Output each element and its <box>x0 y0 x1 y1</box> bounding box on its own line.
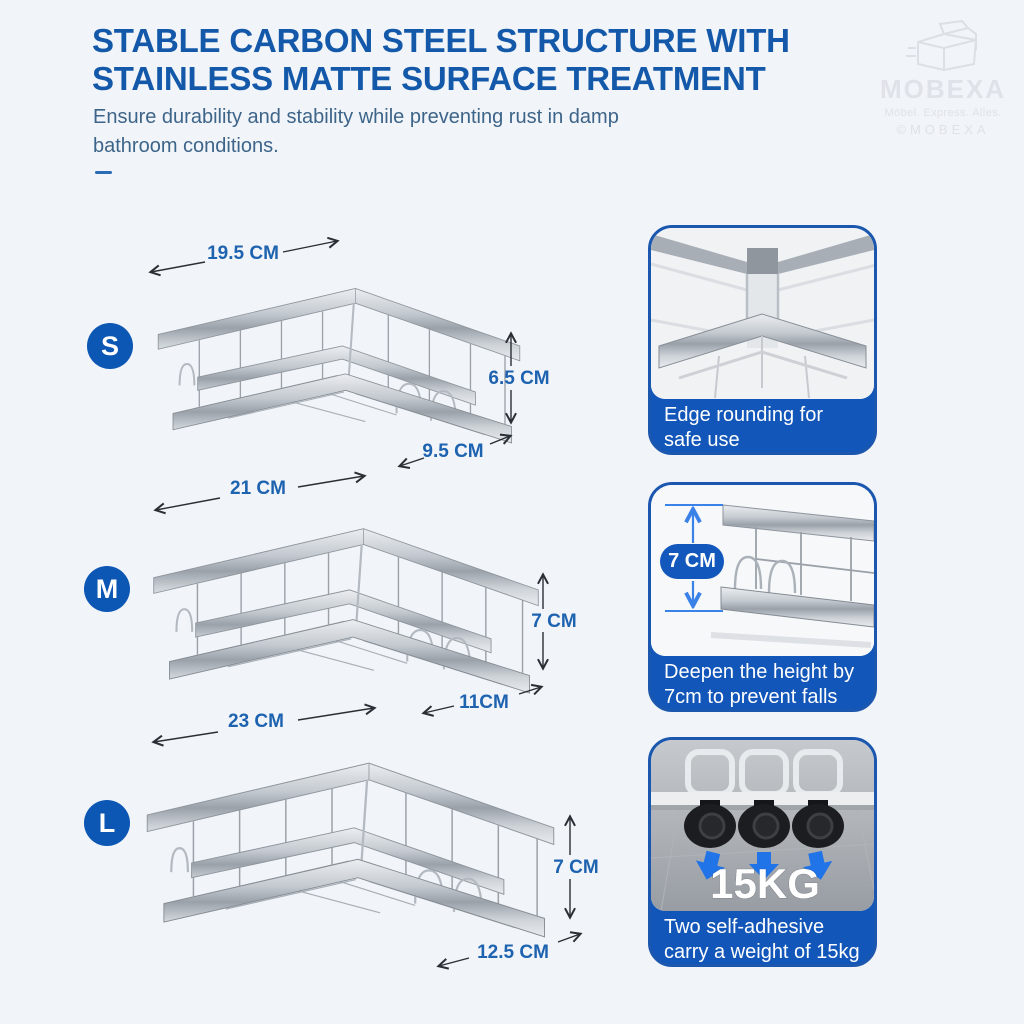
title-line-2: STAINLESS MATTE SURFACE TREATMENT <box>92 60 766 97</box>
height-dimension-l: 7 CM <box>553 857 599 878</box>
moving-box-icon <box>906 19 978 72</box>
corner-shelf-top-view-art <box>651 228 874 399</box>
height-dimension-m: 7 CM <box>531 611 577 632</box>
corner-shelf-illustration-m <box>152 527 540 695</box>
caption-2-line-1: Deepen the height by <box>664 661 855 683</box>
brand-tagline: Möbel. Express. Alles. <box>884 107 1002 119</box>
brand-handle: ©MOBEXA <box>896 122 990 137</box>
height-arrow-s <box>504 330 518 366</box>
page-title: STABLE CARBON STEEL STRUCTURE WITH STAIN… <box>92 22 790 98</box>
page-subtitle: Ensure durability and stability while pr… <box>93 103 619 161</box>
subtitle-line-2: bathroom conditions. <box>93 135 279 157</box>
caption-3-line-1: Two self-adhesive <box>664 916 825 938</box>
depth-badge: 7 CM <box>660 544 724 579</box>
down-arrows <box>695 850 833 880</box>
height-arrow-l <box>563 813 577 855</box>
width-arrow-l2 <box>297 702 380 721</box>
height-dimension-s: 6.5 CM <box>488 368 550 389</box>
corner-shelf-illustration-s <box>157 287 521 444</box>
depth-dimension-l: 12.5 CM <box>477 942 549 963</box>
subtitle-line-1: Ensure durability and stability while pr… <box>93 106 619 128</box>
adhesive-hooks-art: 15KG <box>651 740 874 911</box>
kettlebells <box>684 800 844 848</box>
edge-rounding-photo <box>651 228 874 399</box>
feature-caption-2: Deepen the height by 7cm to prevent fall… <box>651 656 874 709</box>
height-arrow-s2 <box>504 390 518 426</box>
width-arrow-l <box>150 731 219 748</box>
weight-photo: 15KG <box>651 740 874 911</box>
width-dimension-m: 21 CM <box>230 478 286 499</box>
feature-caption-1: Edge rounding for safe use <box>651 399 874 452</box>
depth-arrow-s2 <box>489 431 514 445</box>
depth-arrow-s <box>396 457 425 470</box>
feature-card-edge-rounding: Edge rounding for safe use <box>648 225 877 455</box>
depth-dimension-m: 11CM <box>459 692 509 713</box>
width-dimension-l: 23 CM <box>228 711 284 732</box>
weight-overlay-text: 15KG <box>710 860 820 907</box>
depth-arrow-m2 <box>518 681 545 699</box>
accent-dash <box>95 171 112 174</box>
width-dimension-s: 19.5 CM <box>207 243 279 264</box>
feature-card-weight: 15KG Two self-adhesive carry a weight of… <box>648 737 877 967</box>
width-arrow-s <box>147 261 206 278</box>
size-badge-s: S <box>87 323 133 369</box>
width-arrow-s2 <box>282 236 341 253</box>
brand-name: MOBEXA <box>879 74 1007 104</box>
title-line-1: STABLE CARBON STEEL STRUCTURE WITH <box>92 22 790 59</box>
caption-1-line-2: safe use <box>664 429 740 451</box>
depth-photo: 7 CM <box>651 485 874 656</box>
width-arrow-m2 <box>297 470 370 488</box>
depth-arrow-l <box>435 957 470 971</box>
caption-2-line-2: 7cm to prevent falls <box>664 686 838 708</box>
height-arrow-m2 <box>536 632 550 672</box>
height-arrow-l2 <box>563 879 577 921</box>
size-badge-m: M <box>84 566 130 612</box>
brand-logo: MOBEXA Möbel. Express. Alles. ©MOBEXA <box>865 19 1021 137</box>
size-badge-l: L <box>84 800 130 846</box>
depth-arrow-l2 <box>557 928 584 943</box>
caption-3-line-2: carry a weight of 15kg <box>664 941 860 963</box>
feature-card-depth: 7 CM Deepen the height by 7cm to prevent… <box>648 482 877 712</box>
feature-caption-3: Two self-adhesive carry a weight of 15kg <box>651 911 874 964</box>
depth-arrow-m <box>420 705 455 719</box>
corner-shelf-illustration-l <box>146 762 555 939</box>
caption-1-line-1: Edge rounding for <box>664 404 824 426</box>
width-arrow-m <box>152 497 221 516</box>
height-arrow-m <box>536 571 550 609</box>
depth-dimension-s: 9.5 CM <box>422 441 484 462</box>
